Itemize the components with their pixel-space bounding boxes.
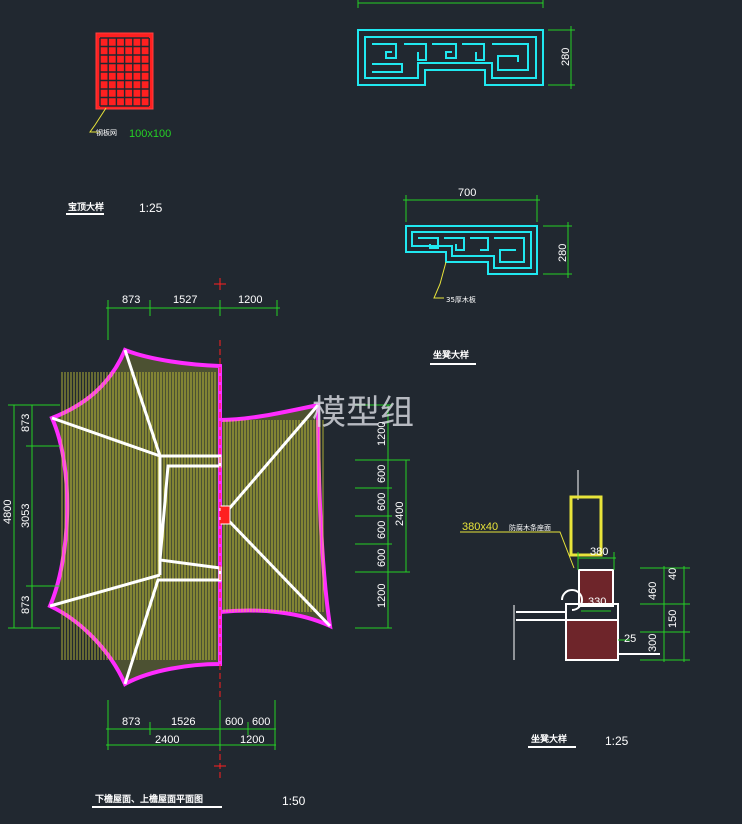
plan-bottom-dim-4: 600: [252, 716, 270, 728]
seat-block-upper: [578, 569, 614, 607]
plan-bottom-dim-6: 1200: [240, 734, 264, 746]
seat-dim-40: 40: [667, 568, 679, 580]
fret-bottom-height: 280: [557, 244, 569, 262]
lattice-detail: 钢板网 100x100 宝顶大样 1:25: [66, 32, 171, 215]
plan-right-inner-1: 1200: [376, 422, 388, 446]
plan-title: 下檐屋面、上檐屋面平面图: [95, 793, 203, 805]
lower-roof-left: [47, 347, 222, 687]
plan-right-inner-2: 600: [376, 465, 388, 483]
fret-top-height: 280: [560, 48, 572, 66]
plan-left-inner-3: 873: [20, 596, 32, 614]
plan-right-inner-6: 1200: [376, 584, 388, 608]
lattice-grid: [99, 37, 150, 107]
fret-note: 35厚木板: [446, 295, 476, 304]
plan-right-inner-4: 600: [376, 521, 388, 539]
seat-dim-330: 330: [588, 596, 606, 608]
fret-pattern-bottom: [403, 195, 572, 299]
plan-bottom-dim-5: 2400: [155, 734, 179, 746]
seat-dim-25: 25: [624, 633, 636, 645]
plan-top-dim-1: 873: [122, 294, 140, 306]
roof-hatch-left: [61, 372, 216, 660]
seat-detail-title: 坐凳大样: [531, 733, 567, 745]
plan-scale: 1:50: [282, 794, 306, 808]
seat-block-lower: [565, 619, 619, 661]
seat-section: [460, 470, 690, 662]
watermark: 模型组: [312, 393, 414, 433]
plan-top-dim-2: 1527: [173, 294, 197, 306]
plan-left-inner-2: 3053: [20, 504, 32, 528]
lattice-leader: [89, 107, 107, 133]
seat-dim-150: 150: [667, 610, 679, 628]
seat-dim-300: 300: [647, 634, 659, 652]
seat-label: 380x40: [462, 521, 498, 533]
lattice-size: 100x100: [129, 128, 171, 140]
plan-right-inner-5: 600: [376, 549, 388, 567]
roof-plan: 873 1527 1200 4800 873: [2, 278, 410, 808]
railing-detail-title: 坐凳大样: [433, 349, 469, 361]
plan-bottom-dim-2: 1526: [171, 716, 195, 728]
plan-top-dim-3: 1200: [238, 294, 262, 306]
fret-bottom-width: 700: [458, 187, 476, 199]
plan-right-inner-3: 600: [376, 493, 388, 511]
plan-bottom-dim-3: 600: [225, 716, 243, 728]
plan-left-inner-1: 873: [20, 414, 32, 432]
vase-detail-scale: 1:25: [139, 201, 163, 215]
lattice-note: 钢板网: [96, 128, 117, 137]
roof-hatch-right: [223, 420, 324, 612]
fret-pattern-top: [357, 0, 575, 89]
seat-dim-380: 380: [590, 546, 608, 558]
vase-detail-title: 宝顶大样: [68, 201, 104, 213]
seat-dim-460: 460: [647, 582, 659, 600]
seat-label-note: 防腐木条座面: [509, 523, 551, 532]
plan-left-outer: 4800: [2, 500, 14, 524]
seat-post: [569, 495, 603, 557]
plan-right-outer: 2400: [394, 502, 406, 526]
seat-detail-scale: 1:25: [605, 734, 629, 748]
center-post: [219, 505, 231, 525]
plan-bottom-dim-1: 873: [122, 716, 140, 728]
